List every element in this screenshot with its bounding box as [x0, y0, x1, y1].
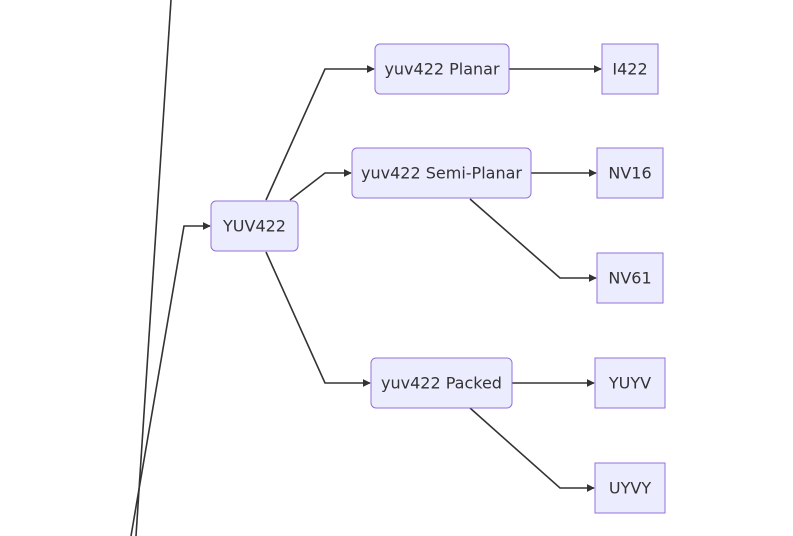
edge-offscreen-to-yuv422	[130, 222, 211, 536]
node-uyvy: UYVY	[594, 462, 666, 514]
node-nv16: NV16	[596, 147, 664, 199]
edge-packed-to-uyvy	[469, 407, 595, 492]
node-i422: I422	[601, 43, 659, 95]
node-i422-label: I422	[612, 60, 647, 79]
node-yuv422-planar: yuv422 Planar	[374, 43, 510, 95]
node-yuyv: YUYV	[594, 357, 666, 409]
node-uyvy-label: UYVY	[609, 479, 651, 498]
edge-yuv422-to-semi-planar	[289, 169, 352, 201]
edge-offscreen-line	[135, 0, 172, 536]
node-yuv422-packed: yuv422 Packed	[370, 357, 513, 409]
node-nv61: NV61	[596, 252, 664, 304]
node-nv61-label: NV61	[608, 269, 651, 288]
edge-yuv422-to-packed	[265, 251, 371, 387]
node-yuv422-label: YUV422	[222, 217, 286, 236]
node-yuv422-semi-planar-label: yuv422 Semi-Planar	[361, 164, 522, 183]
node-yuv422: YUV422	[210, 200, 299, 252]
node-yuv422-semi-planar: yuv422 Semi-Planar	[351, 147, 532, 199]
node-yuv422-planar-label: yuv422 Planar	[384, 60, 500, 79]
node-nv16-label: NV16	[608, 164, 651, 183]
node-yuyv-label: YUYV	[608, 374, 651, 393]
edge-yuv422-to-planar	[265, 65, 375, 201]
node-yuv422-packed-label: yuv422 Packed	[381, 374, 502, 393]
edge-semi-planar-to-nv61	[469, 198, 597, 282]
edges	[130, 0, 602, 536]
